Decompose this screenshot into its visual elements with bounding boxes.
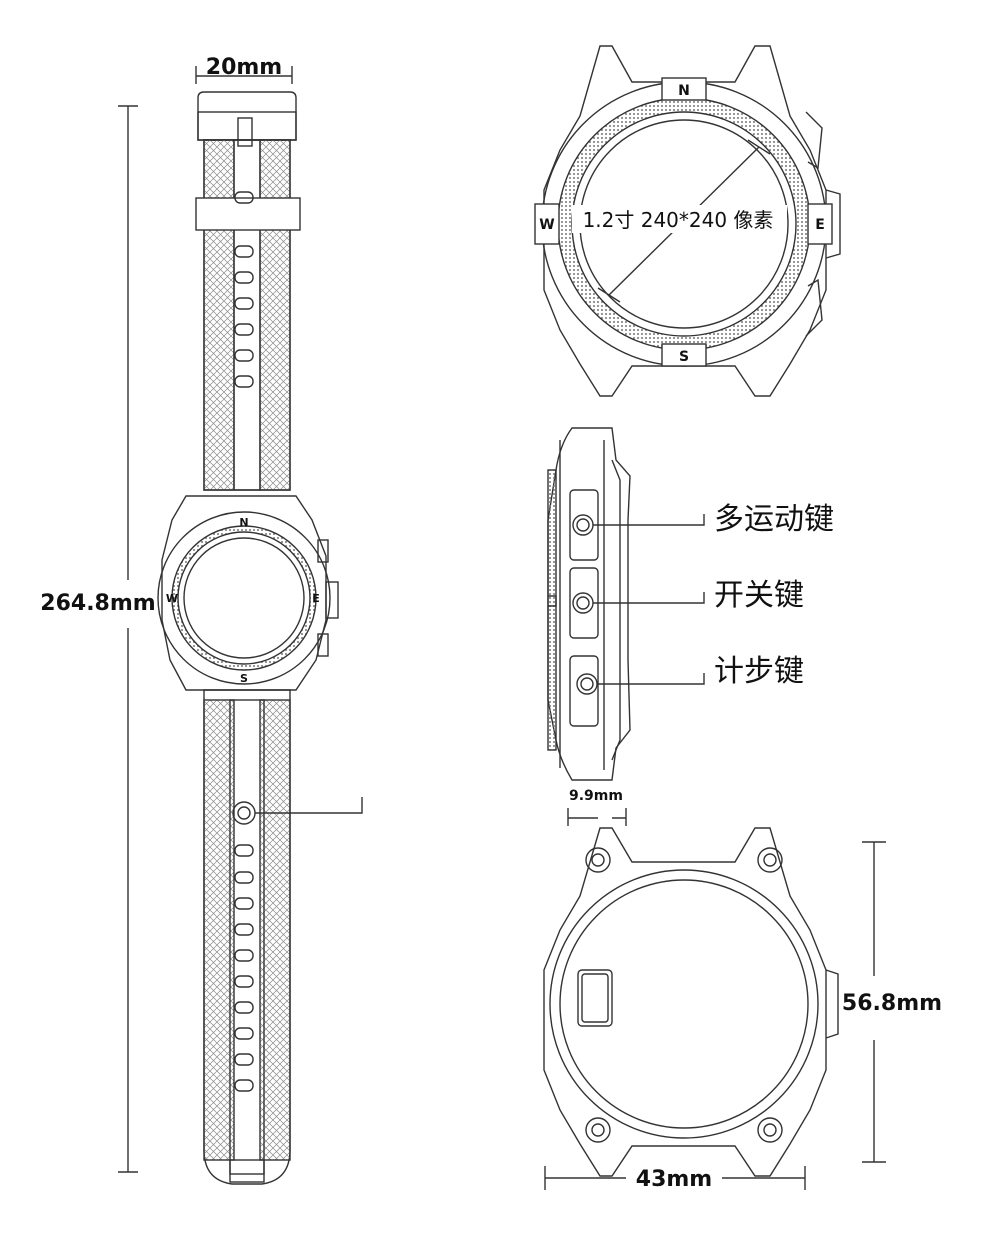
compass-n-small: N (239, 516, 248, 529)
case-width-label: 43mm (636, 1167, 712, 1192)
power-button-label: 开关键 (714, 578, 804, 613)
dim-case-width (544, 1166, 806, 1190)
front-view-full-watch (157, 91, 363, 1185)
dim-total-length (118, 105, 138, 1173)
dim-case-height (862, 841, 886, 1163)
dim-thickness (567, 808, 627, 826)
case-height-label: 56.8mm (842, 991, 942, 1016)
back-view-case (543, 827, 839, 1177)
compass-e-upper: E (815, 217, 825, 233)
compass-w-small: W (166, 592, 178, 605)
compass-e-small: E (312, 592, 320, 605)
compass-s-upper: S (679, 349, 689, 365)
screen-spec-label: 1.2寸 240*240 像素 (583, 208, 774, 232)
total-length-label: 264.8mm (40, 591, 155, 616)
compass-s-small: S (240, 672, 248, 685)
pedometer-button-label: 计步键 (714, 654, 804, 689)
multi-sport-button-label: 多运动键 (714, 502, 834, 537)
dim-strap-width (195, 66, 293, 84)
compass-n-upper: N (678, 83, 690, 99)
compass-labels: N S W E N S W E (166, 83, 825, 685)
thickness-label: 9.9mm (569, 788, 623, 804)
side-view-case (547, 427, 705, 781)
strap-width-label: 20mm (206, 55, 282, 80)
compass-w-upper: W (539, 217, 554, 233)
